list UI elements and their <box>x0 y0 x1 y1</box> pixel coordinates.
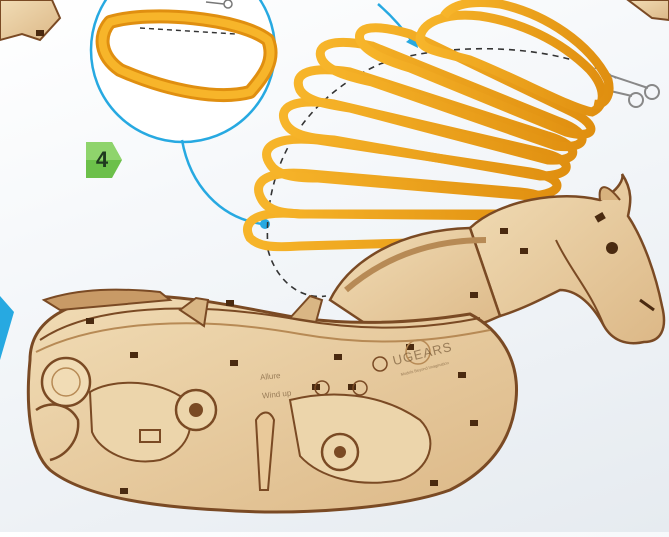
neighbour-part-right <box>628 0 669 20</box>
wind-up-knob <box>42 358 90 406</box>
callout-leader-line <box>182 140 262 224</box>
neighbour-part-left <box>0 0 60 40</box>
step-number-badge: 4 <box>86 142 122 178</box>
side-arrow-tab <box>0 296 14 360</box>
step-number: 4 <box>96 147 108 173</box>
horse-head <box>470 174 664 343</box>
